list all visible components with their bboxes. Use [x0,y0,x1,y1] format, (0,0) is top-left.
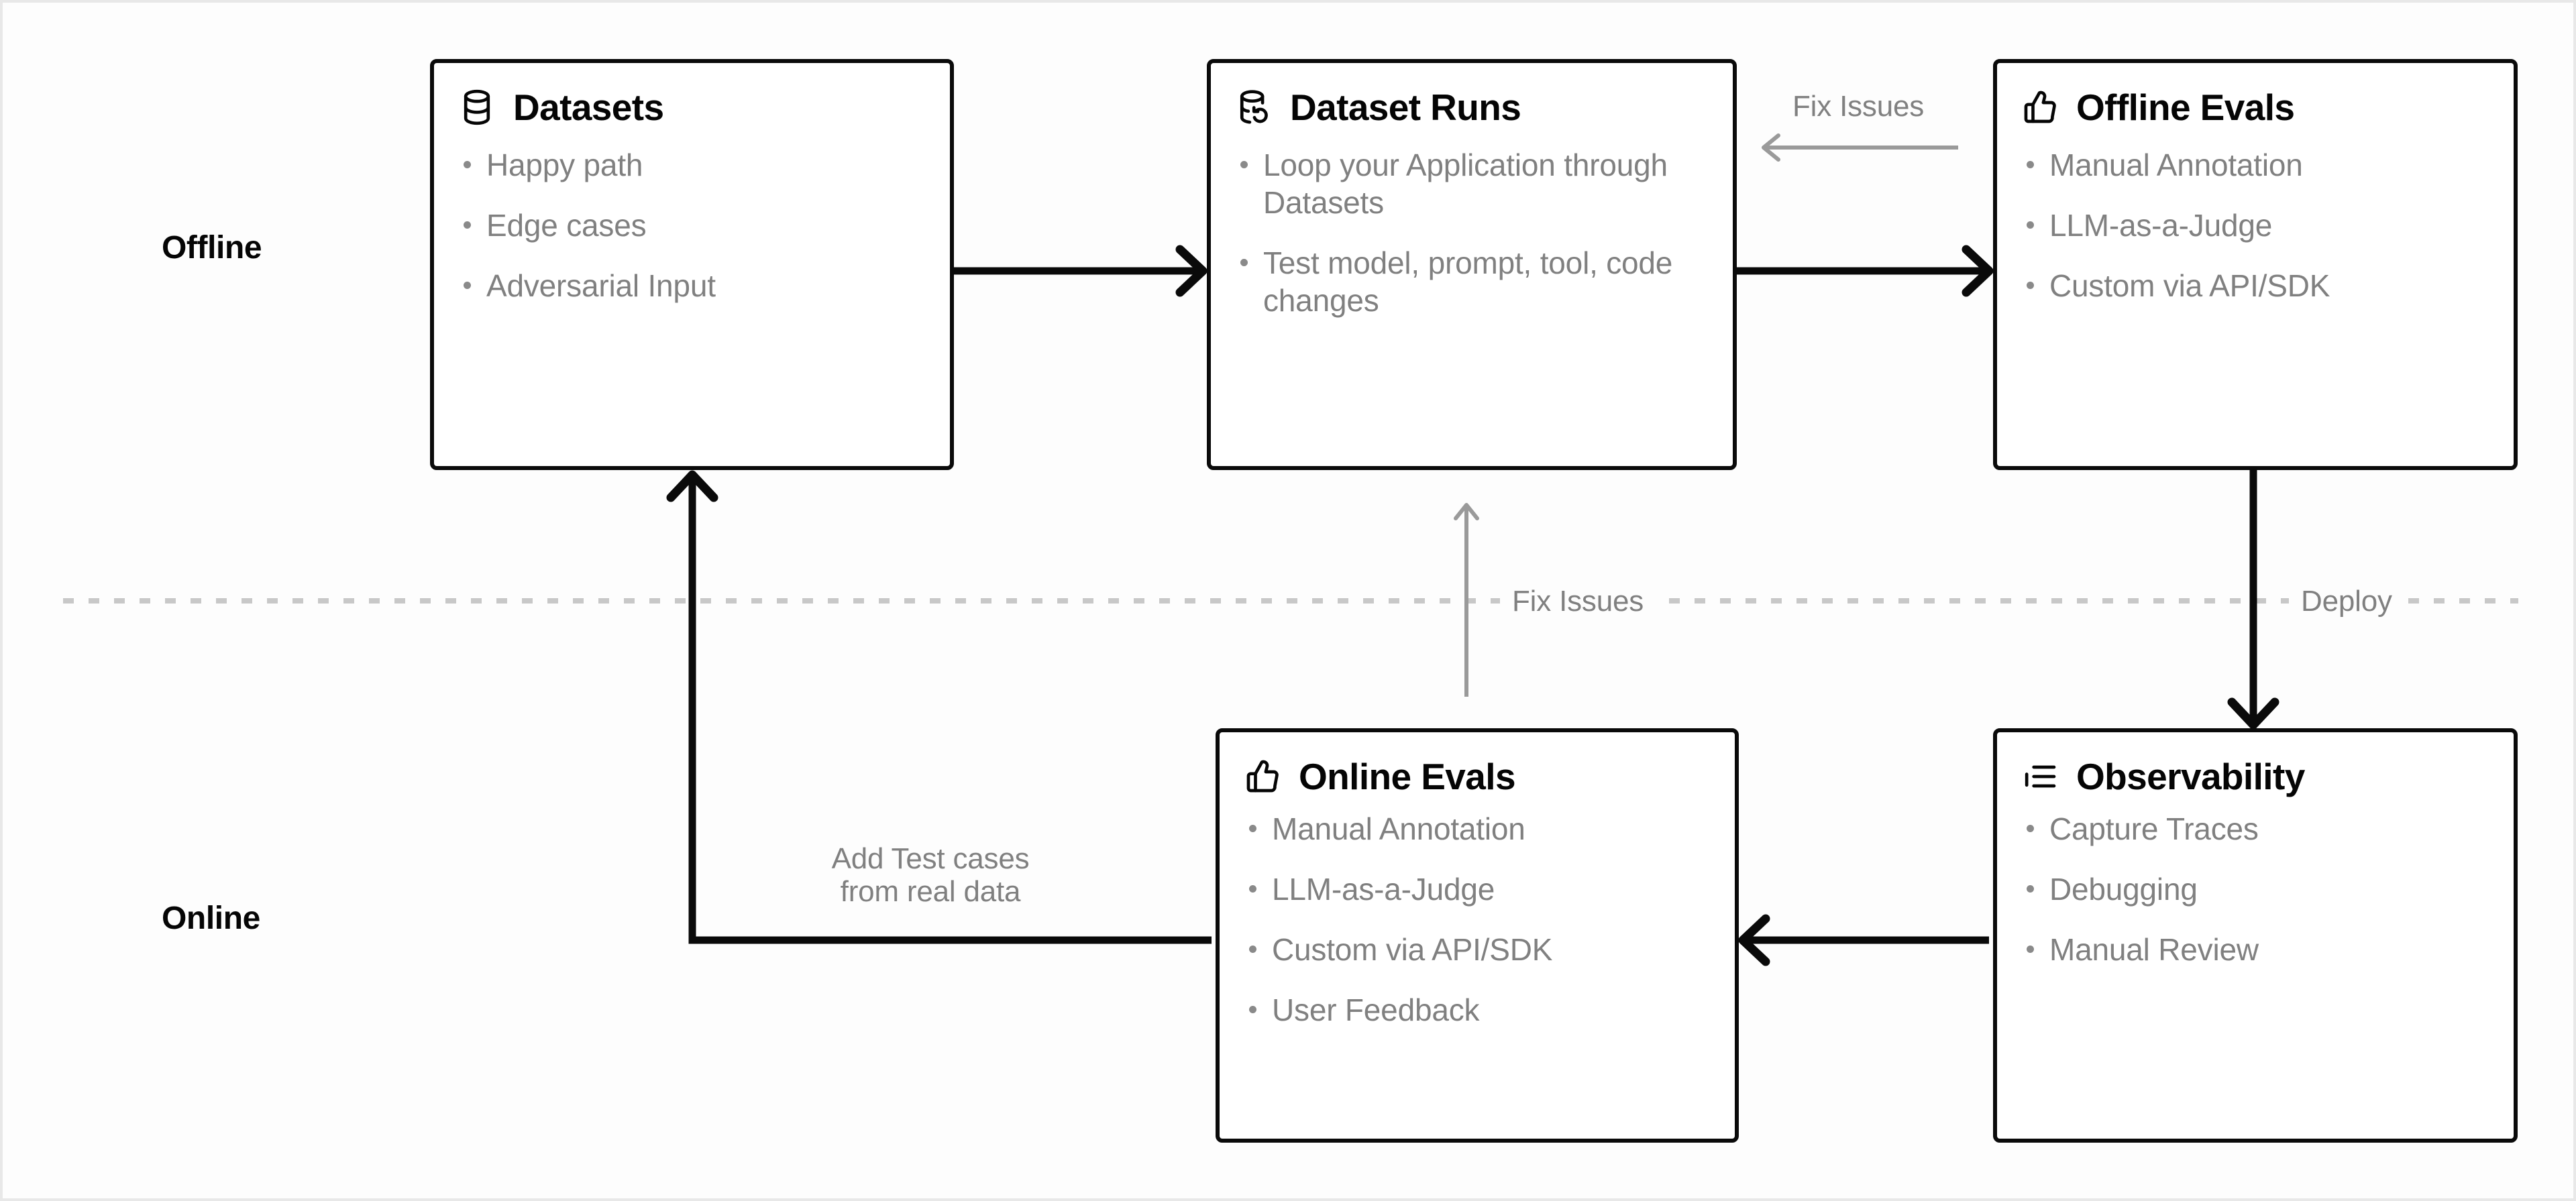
arrow-offline-evals-to-observability-deploy [2227,470,2279,730]
edge-label-add-test-cases-line1: Add Test cases [831,842,1030,875]
node-online-evals-header: Online Evals [1220,732,1735,795]
node-observability-title: Observability [2076,755,2305,797]
node-online-evals-bullets: Manual Annotation LLM-as-a-Judge Custom … [1220,795,1735,1029]
thumbs-up-icon [1246,760,1279,793]
list-tree-icon [2025,765,2056,788]
arrow-dataset-runs-to-offline-evals [1737,245,1994,297]
edge-label-add-test-cases-line2: from real data [840,875,1021,909]
node-dataset-runs-bullets: Loop your Application through Datasets T… [1211,126,1733,319]
database-rerun-icon [1240,90,1268,124]
node-datasets-title: Datasets [513,86,664,128]
node-dataset-runs-title: Dataset Runs [1290,86,1521,128]
list-item: Loop your Application through Datasets [1240,146,1684,221]
edge-label-fix-issues-top: Fix Issues [1787,89,1930,125]
list-item: Test model, prompt, tool, code changes [1240,244,1684,319]
list-item: Manual Annotation [2027,146,2487,184]
arrow-observability-to-online-evals [1738,914,1989,966]
list-item: Manual Review [2027,931,2487,968]
node-datasets[interactable]: Datasets Happy path Edge cases Adversari… [430,59,954,470]
node-online-evals[interactable]: Online Evals Manual Annotation LLM-as-a-… [1216,728,1739,1143]
node-observability-header: Observability [1997,732,2514,795]
list-item: Debugging [2027,870,2487,908]
list-item: Capture Traces [2027,810,2487,848]
database-icon [464,89,490,125]
node-offline-evals-bullets: Manual Annotation LLM-as-a-Judge Custom … [1997,126,2514,304]
edge-label-fix-issues-middle: Fix Issues [1500,583,1656,620]
node-offline-evals-header: Offline Evals [1997,63,2514,126]
arrow-offline-evals-to-dataset-runs-fix-issues [1762,133,1958,162]
node-dataset-runs[interactable]: Dataset Runs Loop your Application throu… [1207,59,1737,470]
edge-label-deploy: Deploy [2289,583,2404,620]
list-item: LLM-as-a-Judge [2027,207,2487,244]
node-offline-evals[interactable]: Offline Evals Manual Annotation LLM-as-a… [1993,59,2518,470]
node-dataset-runs-header: Dataset Runs [1211,63,1733,126]
node-datasets-header: Datasets [434,63,950,126]
list-item: Custom via API/SDK [2027,267,2487,304]
edge-label-add-test-cases: Add Test cases from real data [812,842,1049,909]
list-item: Manual Annotation [1249,810,1708,848]
node-datasets-bullets: Happy path Edge cases Adversarial Input [434,126,950,304]
list-item: User Feedback [1249,991,1708,1029]
list-item: Adversarial Input [464,267,923,304]
node-online-evals-title: Online Evals [1299,755,1516,797]
list-item: Happy path [464,146,923,184]
row-label-online: Online [162,901,260,936]
node-observability[interactable]: Observability Capture Traces Debugging M… [1993,728,2518,1143]
node-offline-evals-title: Offline Evals [2076,86,2295,128]
list-item: Custom via API/SDK [1249,931,1708,968]
list-item: Edge cases [464,207,923,244]
arrow-online-evals-to-dataset-runs-fix-issues [1454,503,1479,697]
arrow-datasets-to-dataset-runs [954,245,1208,297]
list-item: LLM-as-a-Judge [1249,870,1708,908]
thumbs-up-icon [2024,91,2056,123]
row-label-offline: Offline [162,230,262,266]
node-observability-bullets: Capture Traces Debugging Manual Review [1997,795,2514,968]
